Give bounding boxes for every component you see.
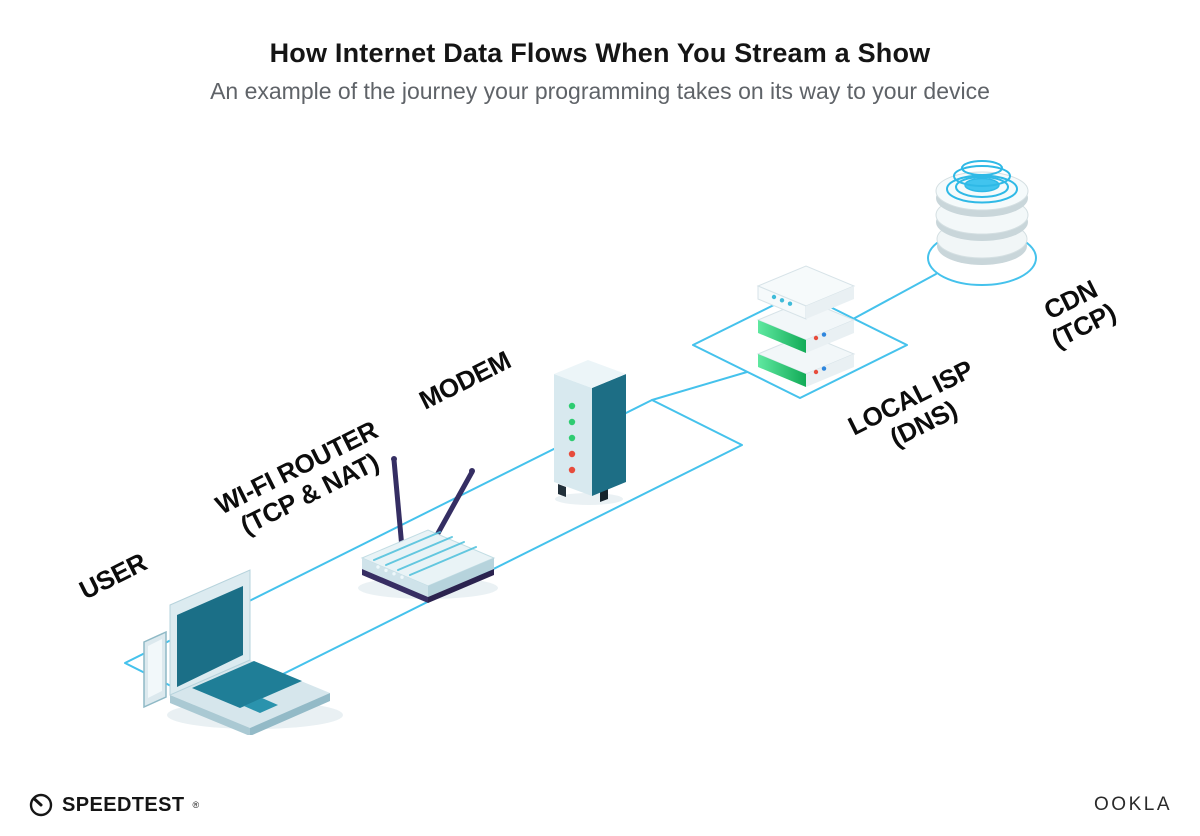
page-subtitle: An example of the journey your programmi…: [210, 78, 990, 104]
cdn-swirl-icon: [946, 160, 1018, 204]
modem-led-lights-icon: [568, 402, 576, 474]
isp-server-icon: [756, 265, 856, 387]
user-devices-icon: [143, 569, 343, 735]
server-unit: [756, 299, 856, 353]
speedtest-wordmark: SPEEDTEST: [62, 793, 185, 816]
speedtest-logo: SPEEDTEST ®: [28, 792, 199, 818]
server-unit: [756, 265, 856, 320]
cdn-database-icon: [927, 160, 1037, 286]
laptop-icon: [169, 569, 330, 735]
phone-icon: [143, 630, 167, 709]
server-unit: [756, 333, 856, 387]
wifi-router-icon: [358, 456, 498, 603]
speedtest-gauge-icon: [29, 793, 53, 817]
modem-icon: [554, 360, 626, 505]
ookla-logo: OOKLA: [1094, 794, 1172, 815]
speedtest-trademark: ®: [192, 800, 200, 810]
page-title: How Internet Data Flows When You Stream …: [269, 38, 931, 68]
